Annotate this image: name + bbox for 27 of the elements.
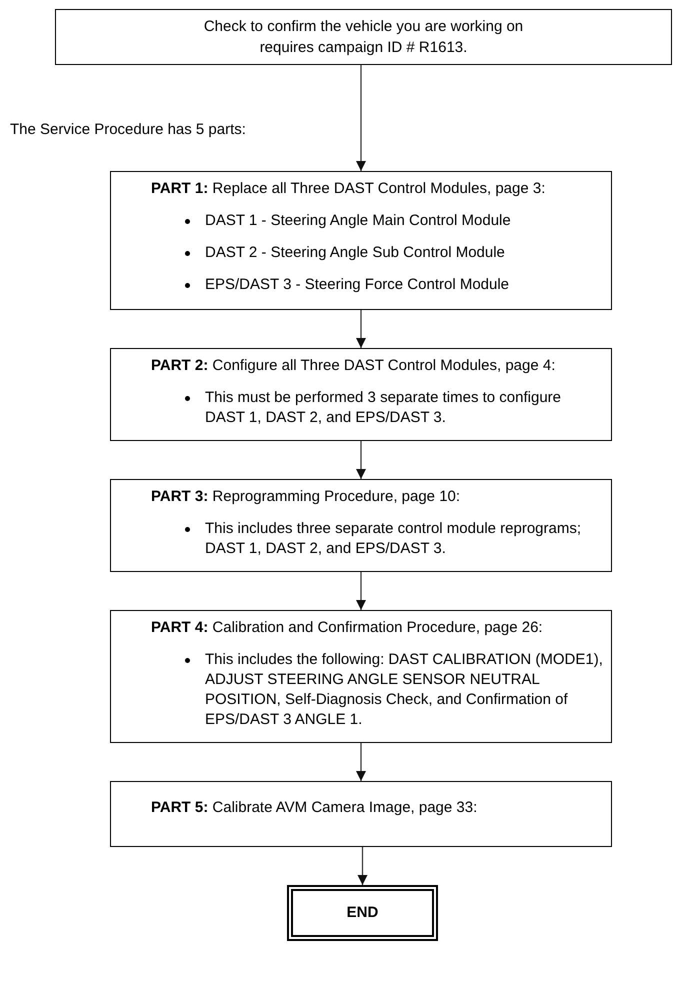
process-box xyxy=(110,610,612,743)
process-box xyxy=(110,781,612,847)
bullet-text: This includes the following: DAST CALIBRATION (MODE1), ADJUST STEERING ANGLE SENSOR NEUTRAL POSITION, Self-Diagnosis Check, and Confirmation of EPS/DAST 3 ANGLE 1. xyxy=(205,650,603,730)
step-heading: PART 1: Replace all Three DAST Control Modules, page 3: xyxy=(150,179,546,199)
step-heading: PART 5: Calibrate AVM Camera Image, page 33: xyxy=(150,798,478,818)
end-label: END xyxy=(346,902,378,923)
arrow xyxy=(356,572,366,610)
process-box xyxy=(110,348,612,441)
arrow xyxy=(358,847,368,885)
process-box xyxy=(110,171,612,310)
step-heading: PART 2: Configure all Three DAST Control Modules, page 4: xyxy=(150,356,556,376)
step-heading: PART 3: Reprogramming Procedure, page 10: xyxy=(150,487,462,507)
arrow xyxy=(356,743,366,781)
note-text: The Service Procedure has 5 parts: xyxy=(10,120,246,140)
process-box xyxy=(110,479,612,572)
step-heading: PART 4: Calibration and Confirmation Procedure, page 26: xyxy=(150,618,544,638)
end-box xyxy=(287,885,438,941)
arrow xyxy=(356,65,366,171)
bullet-text: DAST 1 - Steering Angle Main Control Module xyxy=(205,211,511,231)
arrow xyxy=(356,441,366,479)
bullet-text: This must be performed 3 separate times to configure DAST 1, DAST 2, and EPS/DAST 3. xyxy=(205,388,562,428)
bullet-text: DAST 2 - Steering Angle Sub Control Module xyxy=(205,243,505,263)
instruction-text: Check to confirm the vehicle you are working on requires campaign ID # R1613. xyxy=(202,17,524,58)
instruction-box xyxy=(55,9,672,65)
bullet-text: This includes three separate control module reprograms; DAST 1, DAST 2, and EPS/DAST 3. xyxy=(205,519,582,559)
bullet-text: EPS/DAST 3 - Steering Force Control Module xyxy=(205,275,510,295)
arrow xyxy=(356,310,366,348)
